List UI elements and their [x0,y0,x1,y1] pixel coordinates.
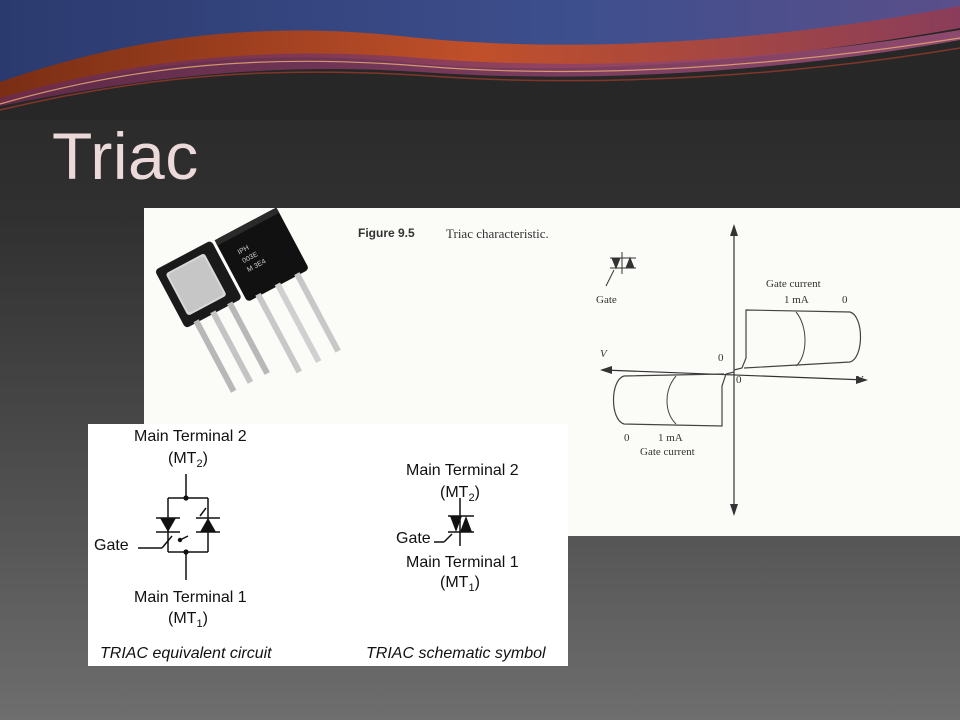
v-left-label: V [600,348,607,360]
zero-top-label: 0 [842,294,848,306]
triac-package-photo: IPH 003E M 3E4 [156,208,341,393]
schematic-mt2-label: Main Terminal 2 [406,462,519,479]
equivalent-mt1-abbr: (MT1) [168,610,208,631]
schematic-gate-label: Gate [396,530,431,547]
equivalent-caption: TRIAC equivalent circuit [100,645,272,662]
equivalent-mt1-label: Main Terminal 1 [134,589,247,606]
one-ma-bottom-label: 1 mA [658,432,683,444]
zero-bottom-label: 0 [624,432,630,444]
gate-current-bottom-label: Gate current [640,446,695,458]
equivalent-mt2-abbr: (MT2) [168,450,208,471]
schematic-triangle-down [450,516,462,532]
schematic-caption: TRIAC schematic symbol [366,645,546,662]
equivalent-scr-left [160,518,176,532]
gate-current-top-label: Gate current [766,278,821,290]
v-right-label: V [856,374,863,386]
schematic-symbol-diagram [434,498,474,546]
equivalent-mt2-label: Main Terminal 2 [134,428,247,445]
equivalent-circuit-diagram [138,474,220,580]
svg-text:IPH: IPH [237,245,251,257]
header-swoosh-decoration [0,0,960,120]
one-ma-top-label: 1 mA [784,294,809,306]
schematic-triangle-up [460,516,472,532]
triac-circuit-panel: Main Terminal 2 (MT2) Gate Main Terminal… [88,424,568,666]
schematic-mt2-abbr: (MT2) [440,484,480,505]
triac-characteristic-graph [600,224,868,516]
origin-upper-label: 0 [718,352,724,364]
equivalent-gate-label: Gate [94,537,129,554]
schematic-mt1-abbr: (MT1) [440,574,480,595]
equivalent-scr-right [200,518,216,532]
graph-gate-label: Gate [596,294,617,306]
schematic-mt1-label: Main Terminal 1 [406,554,519,571]
figure-label: Figure 9.5 [358,226,415,240]
origin-lower-label: 0 [736,374,742,386]
figure-caption: Triac characteristic. [446,226,549,241]
slide-title: Triac [52,119,199,193]
